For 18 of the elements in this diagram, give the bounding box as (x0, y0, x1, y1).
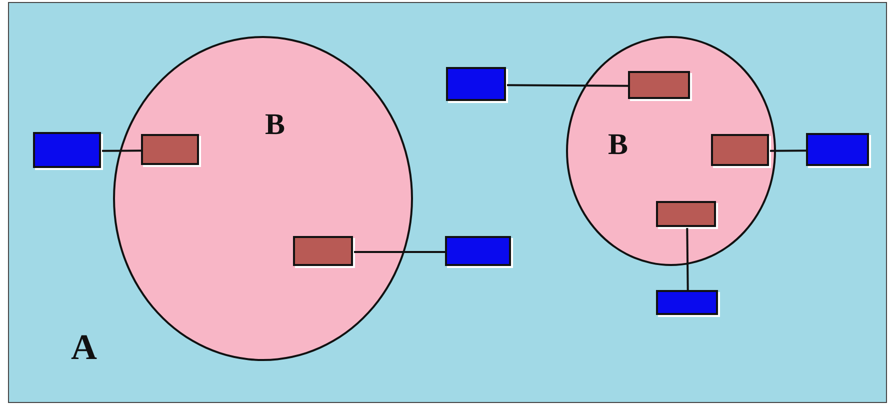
connector-line (507, 84, 629, 87)
connector-line (770, 150, 807, 152)
outer-box (445, 236, 511, 266)
region-label: A (71, 326, 97, 368)
inner-box (711, 134, 769, 166)
region-label: B (265, 108, 286, 142)
outer-box (33, 132, 101, 168)
outer-box (656, 290, 718, 315)
region-label: B (608, 128, 628, 162)
inner-box (628, 71, 690, 99)
inner-box (293, 236, 353, 266)
inner-box (656, 201, 716, 227)
connector-line (686, 228, 689, 292)
connector-line (354, 251, 446, 253)
outer-box (806, 133, 869, 166)
outer-box (446, 67, 506, 101)
connector-line (102, 150, 142, 152)
inner-box (141, 134, 199, 165)
